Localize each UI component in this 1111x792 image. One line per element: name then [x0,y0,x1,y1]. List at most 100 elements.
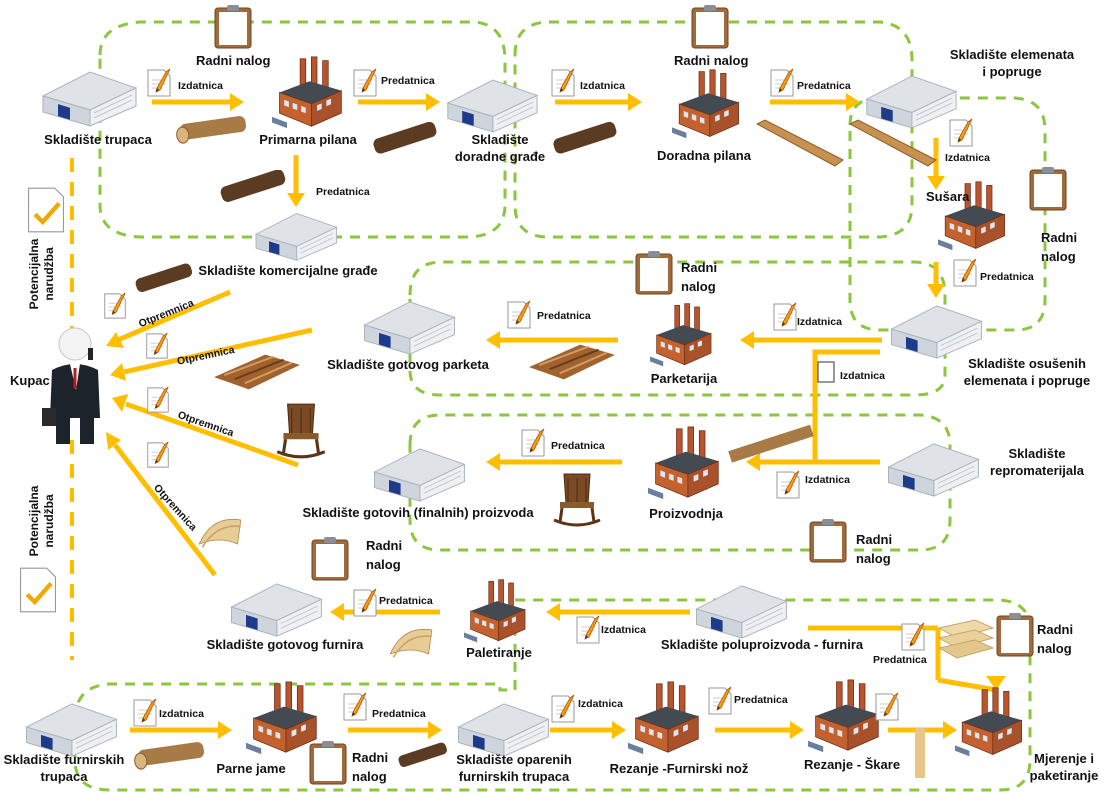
boundary-production [408,413,952,552]
label-rezanje-skare: Rezanje - Škare [803,757,901,772]
boundary-drying [848,96,1047,332]
label-izdatnica: Izdatnica [178,80,223,92]
chair-icon [552,472,602,527]
label-izdatnica: Izdatnica [601,624,646,636]
factory-icon-paletiranje [463,579,526,643]
warehouse-icon-gotovih [374,448,465,502]
label-izdatnica: Izdatnica [797,316,842,328]
pencil-document-icon [576,615,600,644]
label-skladiste-repromaterijala: Skladište repromaterijala [990,446,1084,478]
checked-document-icon [21,568,56,612]
factory-icon-rezanje-skare [808,679,879,753]
warehouse-icon-oparenih [458,703,549,757]
plain-document-icon [817,361,835,383]
label-radni-nalog: Radni nalog [674,53,749,68]
label-skladiste-furnira: Skladište gotovog furnira [206,637,364,652]
label-primarna-pilana: Primarna pilana [259,132,357,147]
pencil-document-icon [776,470,800,499]
label-izdatnica: Izdatnica [578,698,623,710]
warehouse-icon-poluproizvoda [696,585,787,639]
label-predatnica: Predatnica [551,440,605,452]
clipboard-icon [309,740,347,785]
label-predatnica: Predatnica [316,186,370,198]
label-predatnica: Predatnica [537,310,591,322]
boundary-parquet [408,260,947,397]
label-skladiste-elemenata: Skladište elemenata i popruge [949,47,1075,79]
warehouse-icon-furnira [231,583,322,637]
pencil-document-icon [875,692,899,721]
label-kupac: Kupac [10,373,50,388]
clipboard-icon [1029,166,1067,211]
clipboard-icon [214,4,252,49]
pencil-document-icon [770,68,794,97]
pencil-document-icon [147,68,171,97]
label-predatnica: Predatnica [372,708,426,720]
pencil-document-icon [353,68,377,97]
label-izdatnica: Izdatnica [805,474,850,486]
document-icons [21,68,977,727]
label-predatnica: Predatnica [381,75,435,87]
log-icon [175,114,248,144]
label-radni-nalog: Radni nalog [856,532,893,566]
pencil-document-icon [104,292,126,319]
plank-icon [756,119,844,167]
dark-log-icon [551,122,618,154]
log-icon [133,740,206,770]
factory-icon-doradna [672,69,740,139]
label-skladiste-komercijalne: Skladište komercijalne građe [198,263,378,278]
label-skladiste-parketa: Skladište gotovog parketa [327,357,489,372]
factory-icon-parketarija [649,303,712,367]
material-icons [40,114,994,778]
dark-log-icon [134,262,194,294]
warehouse-icon-osusenih [891,305,982,359]
label-radni-nalog: Radni nalog [1041,230,1078,264]
label-skladiste-furnirskih: Skladište furnirskih trupaca [3,752,125,784]
label-parne-jame: Parne jame [216,761,286,776]
warehouse-icon-furnirskih [26,703,117,757]
warehouse-icon-trupaca [42,71,137,127]
pencil-document-icon [773,302,797,331]
clipboard-icon [809,518,847,563]
pencil-document-icon [521,428,545,457]
factory-icon-rezanje-noz [628,681,699,755]
veneer-icon [198,518,242,549]
label-susara: Sušara [926,189,970,204]
label-predatnica: Predatnica [379,595,433,607]
label-radni-nalog: Radni nalog [1037,622,1074,656]
pencil-document-icon [147,386,169,413]
label-skladiste-oparenih: Skladište oparenih furnirskih trupaca [456,752,572,784]
label-skladiste-doradne: Skladište doradne građe [454,132,546,164]
customer-icon [40,326,102,446]
plank-icon [849,119,937,167]
label-skladiste-gotovih: Skladište gotovih (finalnih) proizvoda [302,505,534,520]
warehouse-icon-repromaterijala [888,443,979,497]
label-skladiste-trupaca: Skladište trupaca [44,132,152,147]
label-potencijalna-narudzba: Potencijalna narudžba [27,238,56,310]
parquet-icon [213,353,302,391]
veneer-sheet-icon [915,728,925,778]
label-predatnica: Predatnica [734,694,788,706]
pencil-document-icon [551,694,575,723]
clipboard-icon [996,612,1034,657]
pencil-document-icon [949,118,973,147]
dark-log-icon [219,170,287,202]
warehouse-icon-parketa [364,301,455,355]
boundary-veneer [73,598,1032,792]
factory-icon-primarna [272,56,342,129]
pencil-document-icon [133,698,157,727]
pencil-document-icon [343,692,367,721]
label-predatnica: Predatnica [873,654,927,666]
warehouse-icon-elemenata [866,75,957,129]
pencil-document-icon [147,441,169,468]
pencil-document-icon [551,68,575,97]
label-izdatnica: Izdatnica [159,708,204,720]
parquet-icon [528,343,617,381]
pencil-document-icon [353,588,377,617]
label-rezanje-noz: Rezanje -Furnirski nož [609,761,749,776]
label-proizvodnja: Proizvodnja [649,506,723,521]
label-radni-nalog: Radni nalog [681,260,718,294]
dark-log-icon [397,741,449,769]
warehouse-icon-komercijalne [255,212,338,261]
pencil-document-icon [901,622,925,651]
label-radni-nalog: Radni nalog [352,750,389,784]
